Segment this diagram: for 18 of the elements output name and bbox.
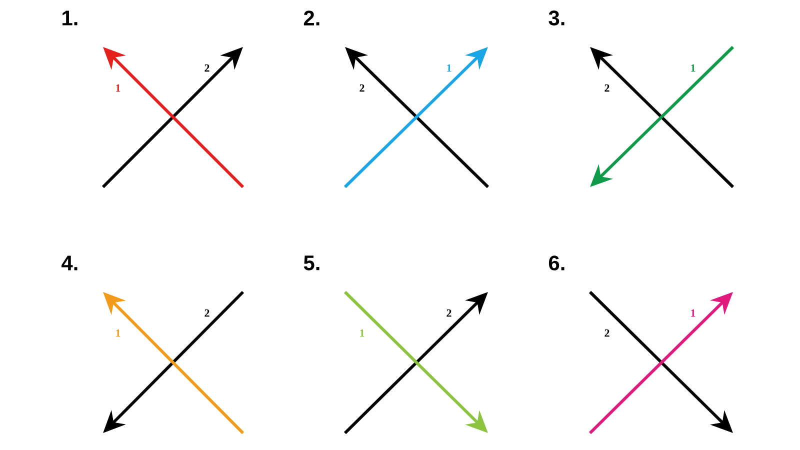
arrow-number: 1 — [360, 329, 364, 337]
panel-number: 1. — [62, 10, 78, 26]
arrow-number: 2 — [604, 329, 610, 337]
arrow-number: 2 — [204, 309, 210, 317]
panel-number: 5. — [304, 256, 320, 270]
arrow-number: 2 — [204, 64, 210, 72]
arrow-number: 2 — [604, 84, 610, 92]
arrow-number: 1 — [691, 64, 696, 72]
arrow-number: 1 — [691, 309, 696, 317]
panel-number: 2. — [304, 10, 320, 26]
arrow-number: 1 — [447, 64, 452, 72]
panel-number: 3. — [548, 10, 564, 26]
panel-number: 6. — [548, 256, 564, 270]
panel-number: 4. — [62, 256, 78, 270]
arrow-number: 1 — [116, 329, 120, 337]
arrow-number: 2 — [360, 84, 364, 92]
arrow-number: 2 — [446, 309, 452, 317]
arrow-number: 1 — [116, 84, 120, 92]
